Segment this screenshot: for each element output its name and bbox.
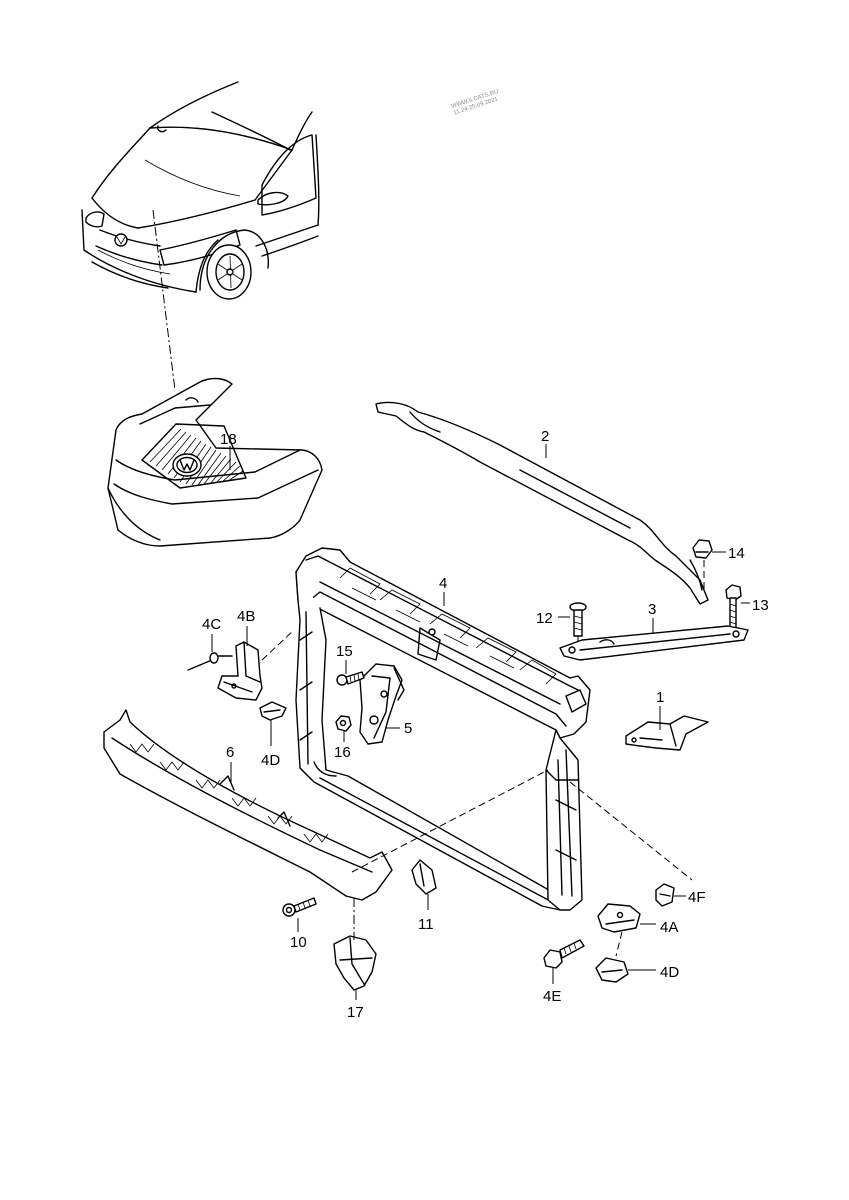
reference-line-car: [152, 209, 176, 391]
strut-3: [559, 625, 749, 661]
bolt-15: [336, 671, 365, 686]
callout-4: 4: [439, 575, 447, 592]
bolt-4e: [543, 939, 585, 969]
bracket-17: [333, 935, 377, 991]
callout-6: 6: [226, 744, 234, 761]
bolt-10: [282, 897, 317, 917]
callout-15: 15: [336, 643, 353, 660]
nut-14: [692, 539, 713, 559]
callout-4f: 4F: [688, 889, 706, 906]
callout-4b: 4B: [237, 608, 255, 625]
callout-1: 1: [656, 689, 664, 706]
bolt-12: [569, 602, 587, 637]
bolt-13: [725, 584, 742, 631]
clip-4d-upper: [259, 701, 287, 721]
callout-4d-lower: 4D: [660, 964, 679, 981]
callout-17: 17: [347, 1004, 364, 1021]
callout-5: 5: [404, 720, 412, 737]
dash-6: [351, 769, 549, 873]
callout-4d-upper: 4D: [261, 752, 280, 769]
callout-4a: 4A: [660, 919, 678, 936]
bracket-4b: [217, 641, 263, 701]
callout-11: 11: [418, 916, 434, 933]
callout-18: 18: [220, 431, 237, 448]
dash-4f: [569, 781, 693, 881]
bumper-grille-6: [103, 709, 393, 901]
clip-4f: [655, 883, 675, 907]
bracket-1: [625, 715, 709, 751]
upper-seal-strip: [375, 401, 709, 605]
callout-12: 12: [536, 610, 553, 627]
pin-4c: [187, 652, 233, 671]
callout-16: 16: [334, 744, 351, 761]
vehicle-overview-icon: [81, 81, 320, 300]
callout-13: 13: [752, 597, 769, 614]
callout-14: 14: [728, 545, 745, 562]
dash-4b: [261, 629, 295, 661]
plate-4a: [597, 903, 641, 933]
bracket-5: [359, 663, 405, 745]
engine-cover: [107, 377, 323, 547]
lock-carrier-4: [295, 547, 591, 911]
dash-4a: [615, 931, 623, 957]
clip-11: [411, 859, 437, 895]
callout-10: 10: [290, 934, 307, 951]
callout-4c: 4C: [202, 616, 221, 633]
clip-4d-lower: [595, 957, 629, 983]
callout-4e: 4E: [543, 988, 561, 1005]
callout-3: 3: [648, 601, 656, 618]
callout-2: 2: [541, 428, 549, 445]
watermark: WWW.ILCATS.RU 11.24.25.09.2021: [451, 89, 500, 117]
vw-emblem-icon: [172, 453, 202, 477]
nut-16: [335, 715, 352, 732]
